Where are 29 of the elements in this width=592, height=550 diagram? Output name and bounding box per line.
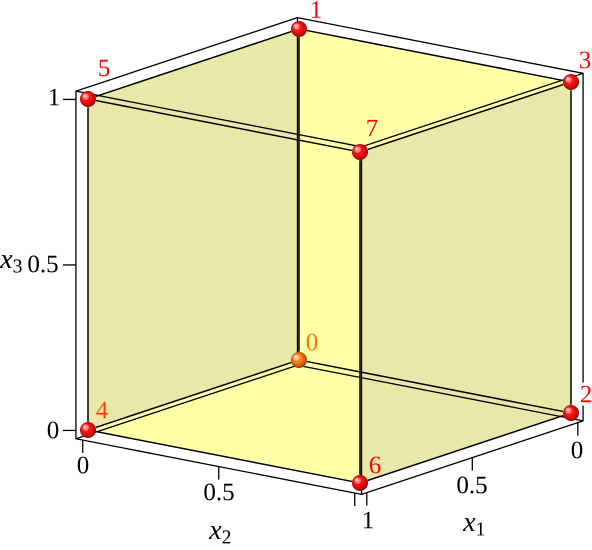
cube-edge: [306, 360, 564, 412]
tick-label: 0.5: [457, 476, 487, 494]
vertex-label: 6: [370, 456, 381, 474]
cube-edge: [96, 30, 292, 98]
axis-title: x$_{2}$: [208, 526, 230, 544]
tick-label: 0: [572, 442, 582, 458]
cube-edge: [96, 430, 352, 482]
vertex-label: 3: [580, 52, 590, 68]
cube-edge: [96, 362, 292, 428]
cube-edge: [359, 160, 361, 475]
cube-edge: [368, 414, 564, 482]
cube-edge: [87, 107, 89, 422]
axis-title: x$_{3}$: [0, 255, 22, 273]
vertex-label: 5: [99, 60, 110, 76]
tick-label: 0: [78, 456, 88, 474]
tick-label: 0.5: [204, 484, 234, 500]
vertex-label: 4: [96, 402, 108, 418]
vertex-label: 7: [367, 120, 378, 136]
axis-title: x$_{1}$: [462, 518, 484, 536]
vertex-label: 2: [580, 386, 591, 402]
cube-edge: [306, 30, 564, 82]
cube-edge: [368, 84, 564, 150]
cube-edge: [570, 90, 572, 405]
vertex-label: 0: [306, 334, 318, 350]
tick-label: 0.5: [28, 256, 58, 272]
tick-label: 1: [364, 512, 373, 528]
cube-edge: [96, 100, 352, 152]
cube-edge: [298, 37, 300, 352]
vertex-label: 1: [312, 1, 321, 18]
